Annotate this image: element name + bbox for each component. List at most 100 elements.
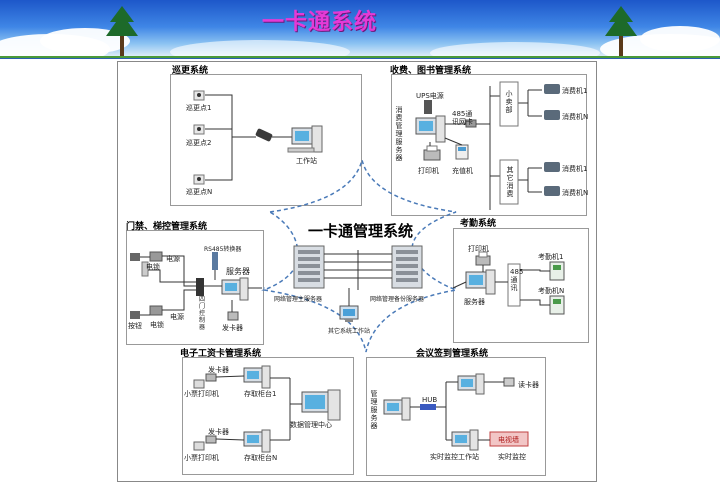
issuer-label: 发卡器 <box>208 366 229 374</box>
ups-label: UPS电源 <box>416 92 444 100</box>
power-icon <box>149 305 163 316</box>
reader-workstation-icon <box>457 373 485 395</box>
patrol-point-label: 巡更点N <box>186 188 213 196</box>
tree-icon <box>605 6 637 56</box>
counter-workstation-icon <box>243 365 271 389</box>
monitor-label: 实时监控 <box>498 453 526 461</box>
access-title: 门禁、梯控管理系统 <box>126 222 208 232</box>
tree-icon <box>106 6 138 56</box>
printer-icon <box>423 145 441 161</box>
patrol-reader-icon <box>255 128 273 142</box>
attendance-lines <box>452 265 550 306</box>
patrol-point-label: 巡更点1 <box>186 104 212 112</box>
consumer-machine-icon <box>544 162 560 172</box>
power-icon <box>149 251 163 262</box>
workstation-label: 工作站 <box>296 157 317 165</box>
backup-server-label: 网络管理备份服务器 <box>370 296 425 303</box>
consumer-machine-icon <box>544 186 560 196</box>
monitor-ws-label: 实时监控工作站 <box>430 453 479 461</box>
consumer-machine-icon <box>544 84 560 94</box>
page-title: 一卡通系统 <box>262 10 378 35</box>
issuer-label: 发卡器 <box>208 428 229 436</box>
other-consume-label: 其它消费 <box>506 166 514 198</box>
charge-server-label: 消费管理服务器 <box>395 106 403 162</box>
data-center-icon <box>301 389 341 421</box>
cloud-decoration <box>170 40 350 56</box>
controller-icon <box>196 278 204 296</box>
ticket-printer-icon <box>193 441 205 451</box>
cloud-decoration <box>640 26 720 52</box>
hub-label: HUB <box>422 396 438 404</box>
divider <box>0 58 720 59</box>
tv-wall-icon <box>489 431 529 447</box>
lock-icon <box>130 311 140 319</box>
printer-label: 打印机 <box>418 167 439 175</box>
reader-label: 读卡器 <box>518 381 539 389</box>
attendance-server-icon <box>465 269 496 295</box>
power-label: 电源 <box>170 313 184 321</box>
card485-label: 485通讯网卡 <box>452 110 473 126</box>
patrol-lines <box>205 94 292 181</box>
power-label: 电源 <box>166 255 180 263</box>
patrol-workstation-icon <box>287 125 323 153</box>
counter-label: 存取柜台1 <box>244 390 277 398</box>
door-icon <box>141 261 149 277</box>
attendance-machine-icon <box>549 295 565 315</box>
charge-server-icon <box>415 115 446 143</box>
lock-label: 电锁 <box>146 263 160 271</box>
charge-title: 收费、图书管理系统 <box>390 66 472 76</box>
charge-lines <box>429 86 542 210</box>
consumer-label: 消费机1 <box>562 87 588 95</box>
meeting-title: 会议签到管理系统 <box>416 349 489 359</box>
lock-icon <box>130 253 140 261</box>
payroll-title: 电子工资卡管理系统 <box>180 349 262 359</box>
other-workstation-icon <box>339 288 359 322</box>
meeting-system-box <box>366 357 546 476</box>
recharge-label: 充值机 <box>452 167 473 175</box>
patrol-point-icon <box>193 124 205 135</box>
main-server-icon <box>293 245 325 289</box>
issuer-icon <box>205 373 217 382</box>
issuer-icon <box>205 435 217 444</box>
patrol-title: 巡更系统 <box>172 66 209 76</box>
patrol-point-icon <box>193 90 205 101</box>
meeting-server-label: 管理服务器 <box>370 390 378 430</box>
issuer-icon <box>227 311 239 321</box>
button-label: 按钮 <box>128 322 142 330</box>
hub-icon <box>420 404 436 410</box>
patrol-point-label: 巡更点2 <box>186 139 212 147</box>
consumer-label: 消费机N <box>562 189 589 197</box>
attendance-server-label: 服务器 <box>464 298 485 306</box>
rs485-icon <box>212 252 218 270</box>
data-center-label: 数据管理中心 <box>290 421 332 429</box>
other-group-box <box>499 159 519 205</box>
ticket-printer-icon <box>193 379 205 389</box>
backup-server-icon <box>391 245 423 289</box>
central-network-outline <box>261 159 459 353</box>
tv-wall-label: 电视墙 <box>498 436 519 444</box>
comm485-label: 485通讯 <box>510 268 524 292</box>
meeting-lines <box>410 381 504 441</box>
other-workstation-label: 其它系统工作站 <box>328 328 371 335</box>
rs485-label: RS485转换器 <box>204 246 242 253</box>
payroll-lines <box>215 375 302 441</box>
meeting-server-icon <box>383 397 411 421</box>
attendance-machine-label: 考勤机N <box>538 287 565 295</box>
shop-label: 小卖部 <box>505 90 513 114</box>
server-link-lines <box>324 250 392 290</box>
attendance-machine-label: 考勤机1 <box>538 253 564 261</box>
consumer-label: 消费机1 <box>562 165 588 173</box>
counter-workstation-icon <box>243 429 271 453</box>
access-lines <box>140 255 262 316</box>
controller-label: 四门控制器 <box>198 296 205 331</box>
ups-icon <box>424 100 432 114</box>
access-server-label: 服务器 <box>226 267 250 276</box>
main-server-label: 网络管理主服务器 <box>274 296 323 303</box>
issuer-label: 发卡器 <box>222 324 243 332</box>
lock-label: 电锁 <box>150 321 164 329</box>
access-server-icon <box>221 277 249 301</box>
patrol-point-icon <box>193 174 205 185</box>
divider <box>0 56 720 58</box>
consumer-label: 消费机N <box>562 113 589 121</box>
